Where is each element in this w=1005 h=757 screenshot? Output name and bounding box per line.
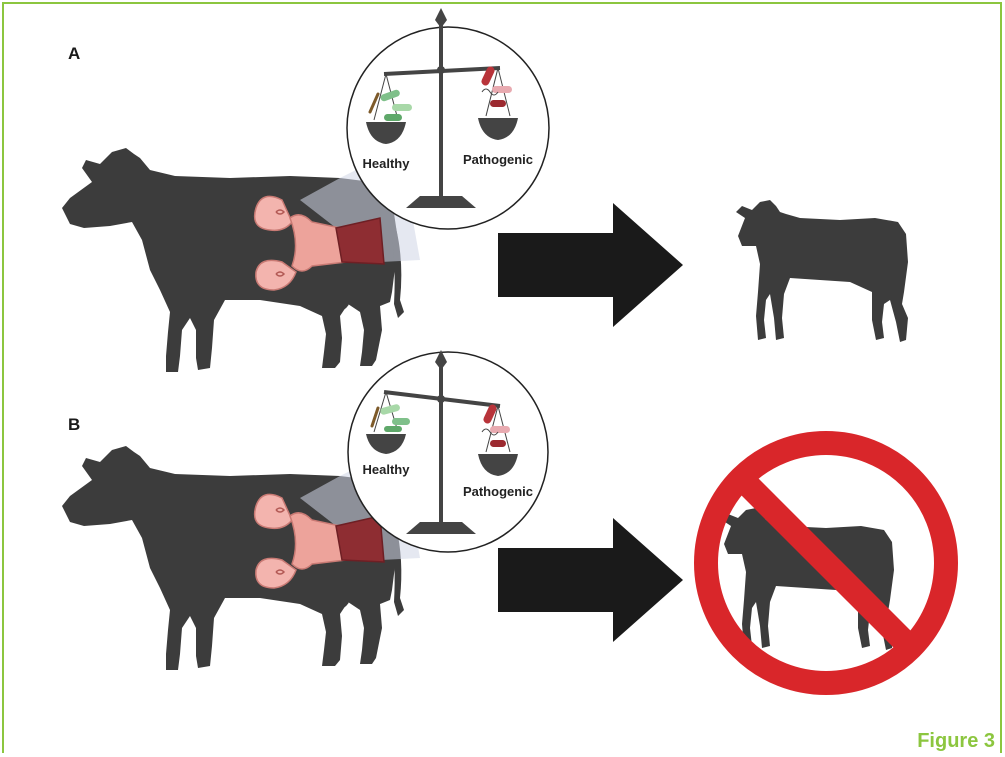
microbiome-scale: Healthy Pathogenic [348, 350, 548, 552]
healthy-label: Healthy [363, 156, 411, 171]
healthy-label: Healthy [363, 462, 411, 477]
microbiome-scale: Healthy Pathogenic [347, 8, 549, 229]
outcome-arrow [498, 518, 683, 642]
figure-number-label: Figure 3 [917, 730, 995, 753]
pathogenic-label: Pathogenic [463, 484, 533, 499]
pathogenic-label: Pathogenic [463, 152, 533, 167]
prohibition-sign [706, 443, 946, 683]
outcome-arrow [498, 203, 683, 327]
healthy-calf-silhouette [736, 200, 908, 342]
panel-a: Healthy Pathogenic [62, 8, 908, 372]
panel-b: Healthy Pathogenic [62, 350, 946, 683]
